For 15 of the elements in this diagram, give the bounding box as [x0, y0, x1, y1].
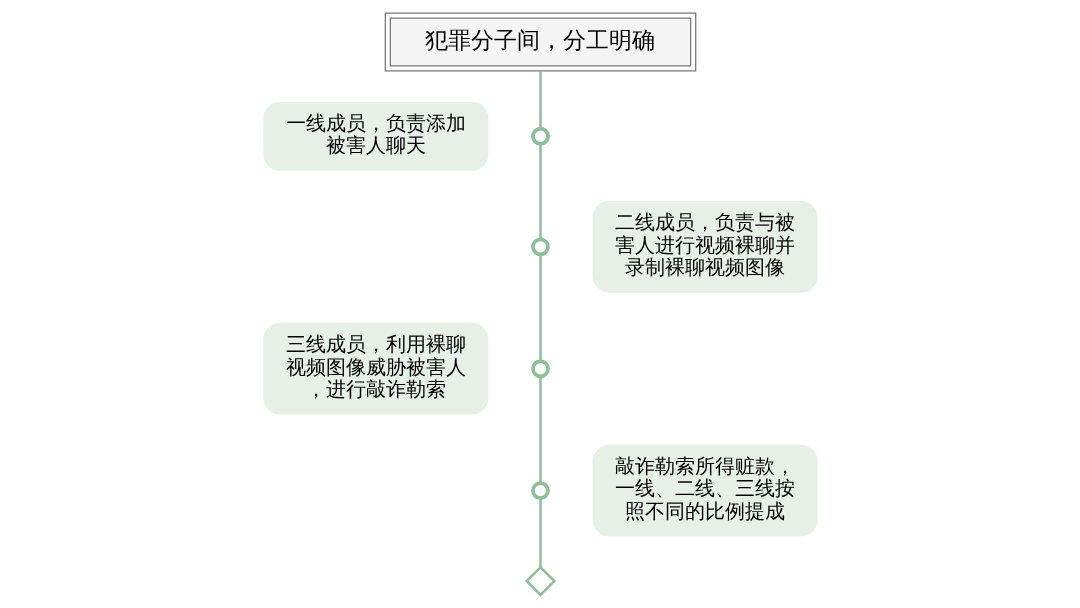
- node-box: 二线成员，负责与被害人进行视频裸聊并录制裸聊视频图像: [592, 200, 818, 293]
- node-circle: [530, 481, 550, 501]
- node-circle: [530, 237, 550, 257]
- node-circle: [530, 126, 550, 146]
- connector: [538, 498, 542, 568]
- connector: [538, 254, 542, 361]
- connector: [538, 143, 542, 239]
- node-circle: [530, 359, 550, 379]
- node-box: 一线成员，负责添加被害人聊天: [262, 101, 488, 171]
- node-box: 三线成员，利用裸聊视频图像威胁被害人，进行敲诈勒索: [262, 322, 488, 415]
- node-box: 犯罪分子间，分工明确: [384, 12, 696, 72]
- node-box: 敲诈勒索所得赃款，一线、二线、三线按照不同的比例提成: [592, 444, 818, 537]
- node-diamond: [524, 565, 556, 597]
- connector: [538, 376, 542, 483]
- connector: [538, 71, 542, 129]
